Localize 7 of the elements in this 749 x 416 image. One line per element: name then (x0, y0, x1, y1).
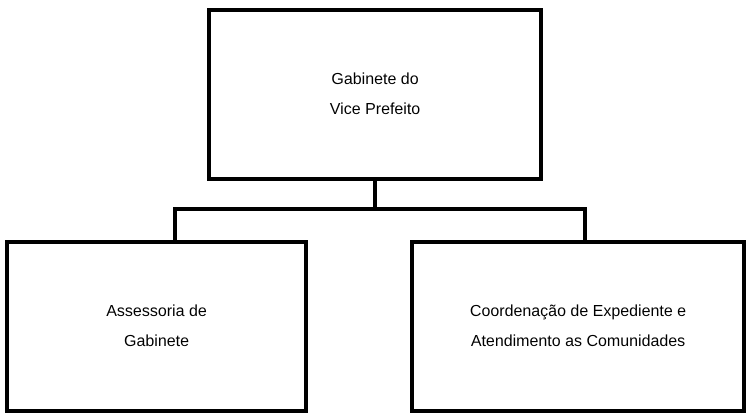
box-label: Assessoria de Gabinete (105, 302, 208, 352)
box-label: Gabinete do Vice Prefeito (328, 70, 422, 120)
connector-line (373, 181, 587, 240)
box-label: Coordenação de Expediente e Atendimento as Comunidades (468, 302, 688, 352)
org-box (5, 240, 308, 413)
org-box (410, 240, 746, 413)
org-box (207, 8, 543, 181)
